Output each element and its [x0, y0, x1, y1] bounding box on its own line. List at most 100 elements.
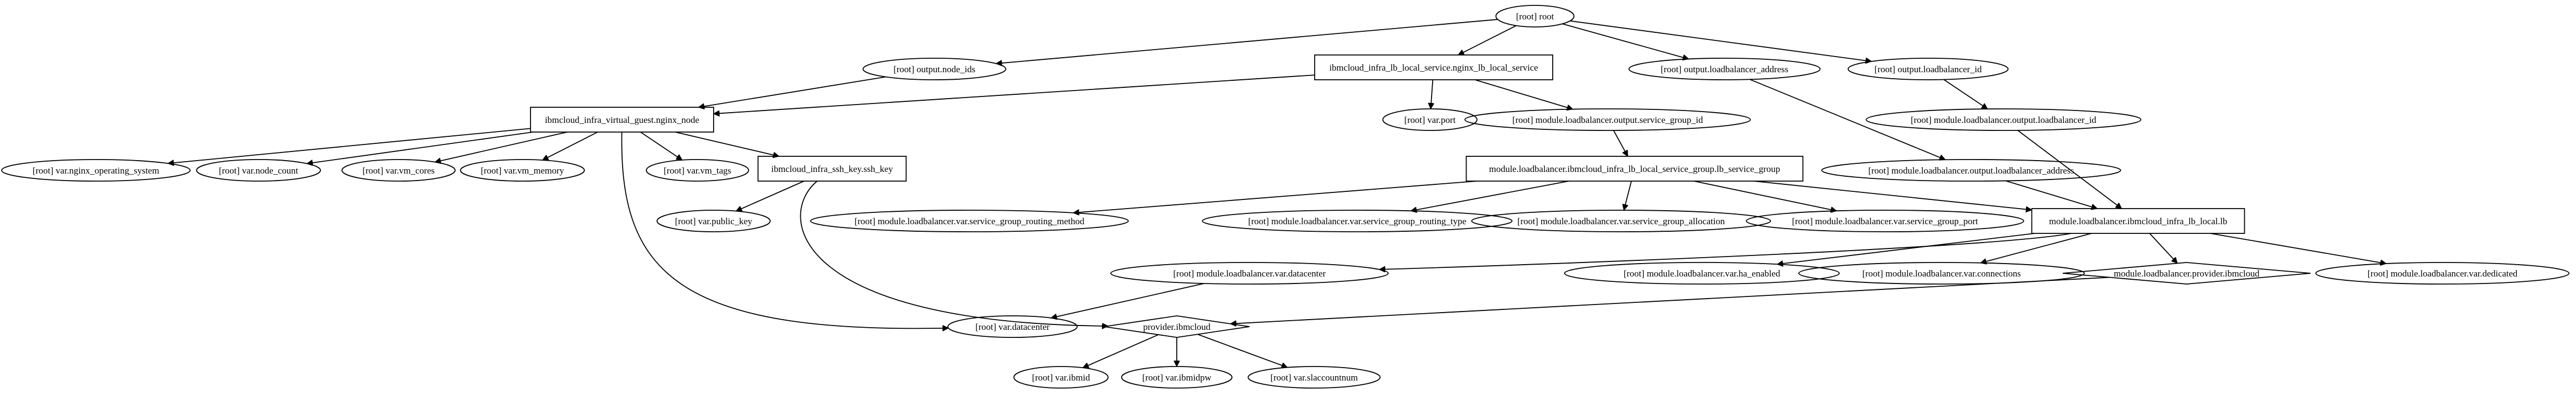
- edge-out-lb-id-to-mod-out-lbid: [1943, 79, 1987, 109]
- edge-vg-nginx-to-var-datacenter: [621, 132, 948, 328]
- ellipse-shape: [1821, 159, 2121, 182]
- node-var-vm-cores: [root] var.vm_cores: [341, 159, 456, 182]
- node-label: [root] var.slaccountnum: [1270, 372, 1358, 383]
- ellipse-shape: [947, 315, 1078, 338]
- edge-mod-provider-to-provider: [1231, 277, 2110, 324]
- node-mod-var-sg-alloc: [root] module.loadbalancer.var.service_g…: [1471, 210, 1771, 232]
- node-label: ibmcloud_infra_lb_local_service.nginx_lb…: [1329, 63, 1538, 73]
- edge-mod-lb-to-mod-var-dedicated: [2210, 233, 2386, 264]
- node-provider: provider.ibmcloud: [1104, 315, 1250, 338]
- node-mod-var-dedicated: [root] module.loadbalancer.var.dedicated: [2315, 262, 2570, 285]
- edge-provider-to-var-slaccountnum: [1197, 334, 1288, 367]
- edge-mod-lb-to-mod-var-dc: [1379, 233, 2071, 269]
- ellipse-shape: [341, 159, 456, 182]
- node-out-lb-id: [root] output.loadbalancer_id: [1847, 58, 2009, 80]
- node-label: [root] var.public_key: [675, 216, 752, 226]
- node-label: [root] module.loadbalancer.var.ha_enable…: [1624, 268, 1781, 279]
- edge-lb-svc-to-var-port: [1430, 79, 1433, 109]
- edge-root-to-out-lb-id: [1570, 20, 1872, 61]
- node-var-node-count: [root] var.node_count: [196, 159, 321, 182]
- box-shape: [1465, 156, 1804, 182]
- node-label: [root] var.datacenter: [975, 322, 1050, 332]
- node-mod-var-ha: [root] module.loadbalancer.var.ha_enable…: [1564, 262, 1840, 285]
- edge-ssh-key-to-var-public-key: [736, 181, 805, 211]
- node-mod-var-sg-rt: [root] module.loadbalancer.var.service_g…: [1202, 210, 1513, 232]
- ellipse-shape: [1464, 108, 1751, 131]
- node-var-port: [root] var.port: [1382, 108, 1478, 131]
- ellipse-shape: [1628, 58, 1821, 80]
- node-label: [root] module.loadbalancer.var.service_g…: [1517, 216, 1725, 226]
- node-var-vm-memory: [root] var.vm_memory: [460, 159, 585, 182]
- node-var-slaccountnum: [root] var.slaccountnum: [1247, 366, 1381, 389]
- node-var-vm-tags: [root] var.vm_tags: [646, 159, 749, 182]
- edge-mod-sg-to-mod-var-sg-rt: [1411, 181, 1569, 211]
- edge-mod-out-lbaddr-to-mod-lb: [2005, 180, 2097, 209]
- edge-vg-nginx-to-var-vm-tags: [640, 132, 682, 161]
- node-var-public-key: [root] var.public_key: [657, 210, 771, 232]
- node-mod-lb: module.loadbalancer.ibmcloud_infra_lb_lo…: [2031, 208, 2245, 234]
- node-label: [root] module.loadbalancer.var.dedicated: [2368, 268, 2518, 279]
- node-vg-nginx: ibmcloud_infra_virtual_guest.nginx_node: [530, 107, 714, 133]
- edge-vg-nginx-to-var-os: [168, 128, 531, 163]
- edge-mod-out-lbid-to-mod-lb: [2017, 130, 2121, 209]
- ellipse-shape: [1798, 262, 2085, 285]
- ellipse-shape: [1471, 210, 1771, 232]
- ellipse-shape: [810, 210, 1129, 232]
- node-label: [root] var.vm_cores: [362, 165, 435, 176]
- box-shape: [1314, 54, 1553, 80]
- ellipse-shape: [862, 58, 1007, 80]
- node-label: [root] module.loadbalancer.output.loadba…: [1911, 115, 2097, 125]
- edge-vg-nginx-to-var-vm-memory: [542, 132, 598, 161]
- node-label: [root] var.port: [1404, 115, 1456, 125]
- edge-root-to-lb-svc: [1458, 25, 1517, 56]
- diamond-shape: [2062, 262, 2311, 285]
- edge-root-to-out-lb-addr: [1562, 23, 1688, 59]
- node-label: [root] var.vm_tags: [664, 165, 731, 176]
- node-var-ibmidpw: [root] var.ibmidpw: [1121, 366, 1233, 389]
- box-shape: [757, 156, 907, 182]
- node-mod-out-sgid: [root] module.loadbalancer.output.servic…: [1464, 108, 1751, 131]
- node-out-lb-addr: [root] output.loadbalancer_address: [1628, 58, 1821, 80]
- ellipse-shape: [460, 159, 585, 182]
- node-label: [root] module.loadbalancer.output.loadba…: [1868, 165, 2074, 176]
- ellipse-shape: [1, 159, 191, 182]
- node-label: [root] output.loadbalancer_id: [1874, 64, 1982, 74]
- edge-lb-svc-to-mod-out-sgid: [1475, 79, 1573, 109]
- edge-mod-lb-to-mod-var-ha: [1777, 233, 2035, 264]
- edge-mod-sg-to-mod-var-sg-rm: [1073, 181, 1477, 213]
- node-mod-var-conn: [root] module.loadbalancer.var.connectio…: [1798, 262, 2085, 285]
- node-ssh-key: ibmcloud_infra_ssh_key.ssh_key: [757, 156, 907, 182]
- node-label: [root] module.loadbalancer.var.service_g…: [855, 216, 1085, 226]
- edge-mod-var-dc-to-var-datacenter: [1051, 283, 1205, 318]
- ellipse-shape: [1121, 366, 1233, 389]
- node-var-ibmid: [root] var.ibmid: [1013, 366, 1109, 389]
- node-label: [root] module.loadbalancer.var.service_g…: [1248, 216, 1466, 226]
- node-label: [root] module.loadbalancer.var.service_g…: [1792, 216, 1978, 226]
- node-label: [root] module.loadbalancer.var.datacente…: [1173, 268, 1326, 279]
- ellipse-shape: [1247, 366, 1381, 389]
- edge-lb-svc-to-vg-nginx: [714, 74, 1315, 114]
- edge-mod-sg-to-mod-lb: [1754, 181, 2032, 210]
- node-label: module.loadbalancer.ibmcloud_infra_lb_lo…: [1489, 164, 1781, 174]
- ellipse-shape: [1847, 58, 2009, 80]
- node-mod-var-dc: [root] module.loadbalancer.var.datacente…: [1110, 262, 1389, 285]
- node-label: [root] var.nginx_operating_system: [32, 165, 159, 176]
- node-label: provider.ibmcloud: [1143, 322, 1211, 332]
- edge-mod-lb-to-mod-provider: [2149, 233, 2177, 263]
- node-label: [root] var.ibmidpw: [1142, 372, 1212, 383]
- node-label: [root] output.loadbalancer_address: [1661, 64, 1789, 74]
- ellipse-shape: [646, 159, 749, 182]
- node-mod-sg: module.loadbalancer.ibmcloud_infra_lb_lo…: [1465, 156, 1804, 182]
- edges-layer: [168, 19, 2386, 368]
- edge-root-to-out-node-ids: [996, 19, 1498, 64]
- ellipse-shape: [657, 210, 771, 232]
- edge-out-node-ids-to-vg-nginx: [699, 76, 886, 107]
- box-shape: [2031, 208, 2245, 234]
- node-label: ibmcloud_infra_virtual_guest.nginx_node: [545, 115, 700, 125]
- ellipse-shape: [196, 159, 321, 182]
- node-out-node-ids: [root] output.node_ids: [862, 58, 1007, 80]
- edge-provider-to-var-ibmid: [1083, 334, 1159, 368]
- ellipse-shape: [1495, 5, 1575, 27]
